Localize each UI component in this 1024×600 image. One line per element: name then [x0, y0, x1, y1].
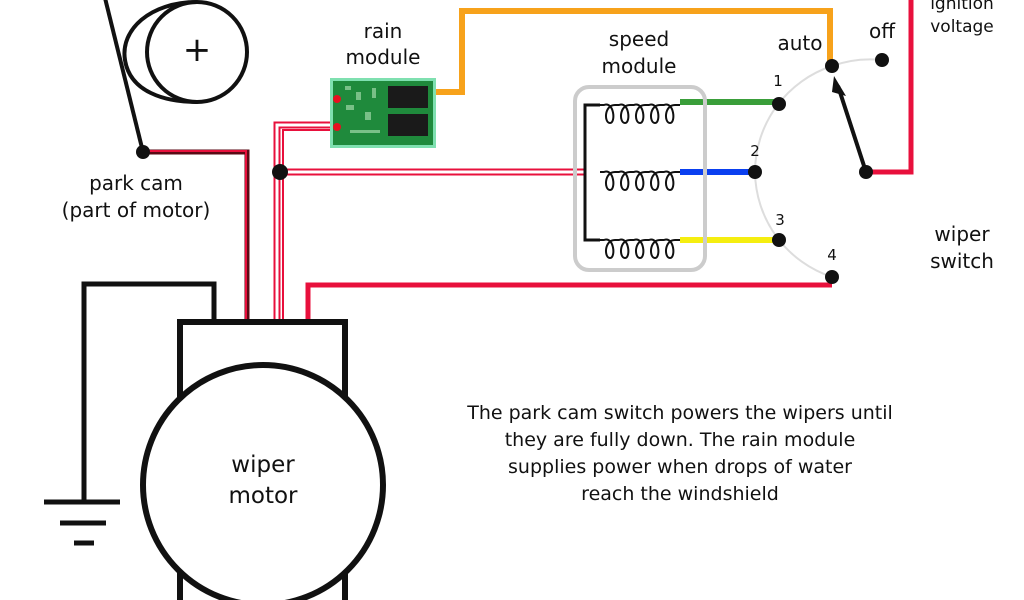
position-1-label: 1: [773, 72, 783, 90]
note-line: they are fully down. The rain module: [505, 429, 856, 451]
speed-module-frame: [573, 85, 707, 272]
position-2-label: 2: [750, 142, 760, 160]
ground-symbol-icon: [44, 281, 217, 546]
switch-contact-auto[interactable]: [825, 59, 839, 73]
rain-module-board: [330, 78, 436, 148]
wiper-switch-label-1: wiper: [934, 222, 990, 246]
ignition-wire: [866, 0, 914, 175]
wiper-motor: [140, 319, 386, 600]
auto-label: auto: [777, 31, 822, 55]
coil-1: [600, 103, 680, 125]
wiper-switch-label-2: switch: [930, 249, 994, 273]
cam-plus-label: +: [183, 30, 212, 70]
switch-lever-arrow-icon: [832, 76, 846, 96]
rain-module-label-2: module: [346, 45, 421, 69]
junction-dot: [272, 164, 288, 180]
park-cam-wire: [143, 150, 247, 322]
ignition-label-2: voltage: [930, 17, 994, 37]
off-label: off: [869, 19, 896, 43]
speed-module-label-2: module: [602, 54, 677, 78]
position-4-label: 4: [827, 246, 837, 264]
note-line: supplies power when drops of water: [508, 456, 852, 478]
note-line: reach the windshield: [581, 483, 779, 505]
position4-wire: [305, 282, 832, 322]
park-cam: [103, 0, 249, 159]
rain-module-wire: [273, 121, 330, 322]
switch-contact-off[interactable]: [875, 53, 889, 67]
ignition-label-1: ignition: [930, 0, 994, 14]
switch-lever[interactable]: [836, 85, 868, 173]
motor-label-2: motor: [228, 483, 298, 509]
note-line: The park cam switch powers the wipers un…: [466, 402, 893, 424]
switch-contact-3[interactable]: [772, 233, 786, 247]
motor-label-1: wiper: [231, 452, 295, 478]
auto-wire: [436, 8, 833, 95]
switch-contact-2[interactable]: [748, 165, 762, 179]
explanation-note: The park cam switch powers the wipers un…: [466, 402, 893, 505]
speed-module-label-1: speed: [609, 27, 669, 51]
switch-contact-4[interactable]: [825, 270, 839, 284]
coil-2: [600, 170, 680, 192]
rain-module-label-1: rain: [364, 19, 403, 43]
speed-module-bus: [583, 103, 600, 242]
switch-pivot: [859, 165, 873, 179]
coil-winding: [600, 103, 680, 125]
coil-winding: [600, 170, 680, 192]
coil-3: [600, 238, 680, 260]
park-cam-sublabel: (part of motor): [62, 198, 211, 222]
coil-winding: [600, 238, 680, 260]
park-cam-label: park cam: [89, 171, 183, 195]
position-3-label: 3: [775, 211, 785, 229]
switch-contact-1[interactable]: [772, 97, 786, 111]
